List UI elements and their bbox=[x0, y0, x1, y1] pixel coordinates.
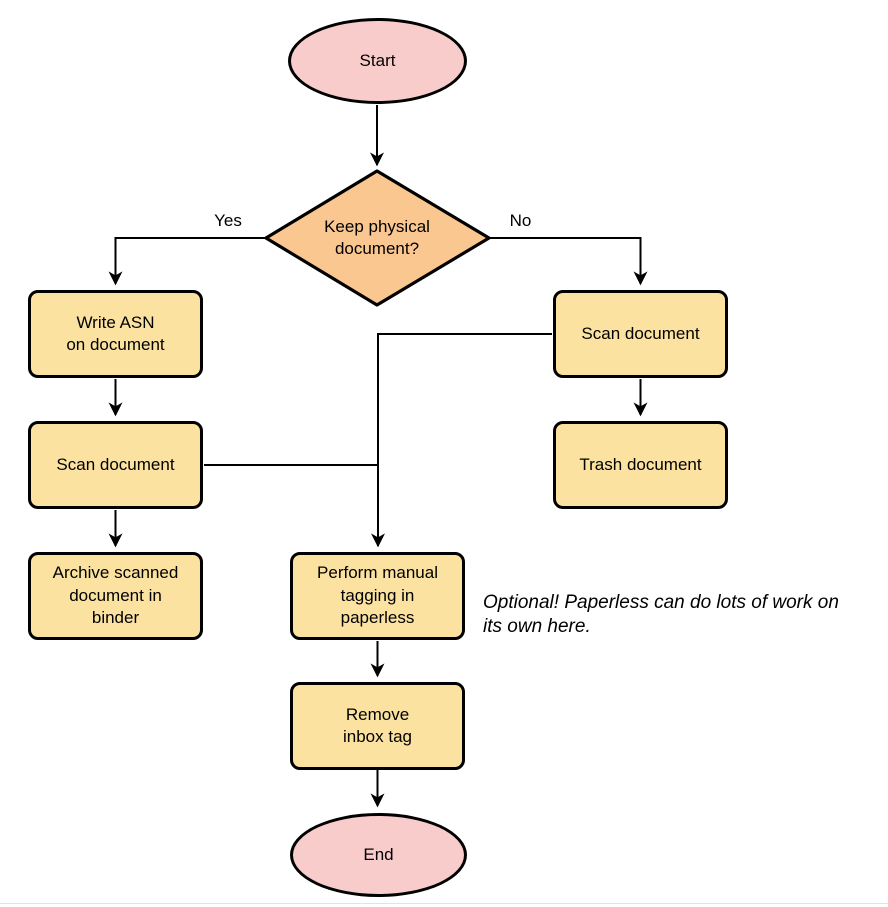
edge-label-yes: Yes bbox=[214, 211, 242, 230]
node-end-label: End bbox=[363, 844, 394, 864]
node-trash-document-label: Trash document bbox=[579, 454, 702, 474]
node-archive-binder-label: Archive scanned document in binder bbox=[52, 563, 179, 628]
node-start-label: Start bbox=[359, 50, 396, 70]
node-scan-document-right: Scan document bbox=[553, 290, 728, 378]
edge-label-no: No bbox=[509, 211, 532, 230]
node-scan-document-left: Scan document bbox=[28, 421, 203, 509]
node-manual-tagging-label: Perform manual tagging in paperless bbox=[317, 563, 438, 628]
edge-decision-yes-to-write-asn bbox=[108, 237, 268, 286]
bottom-divider bbox=[0, 903, 888, 904]
decision-diamond-shape bbox=[264, 169, 491, 307]
node-write-asn-label: Write ASN on document bbox=[66, 312, 165, 354]
node-scan-document-right-label: Scan document bbox=[581, 323, 700, 343]
node-remove-inbox-tag: Remove inbox tag bbox=[290, 682, 465, 770]
node-scan-document-left-label: Scan document bbox=[56, 454, 175, 474]
edge-decision-no-to-scan-right bbox=[487, 237, 648, 286]
node-start: Start bbox=[288, 18, 467, 104]
optional-note: Optional! Paperless can do lots of work … bbox=[483, 592, 839, 638]
node-trash-document: Trash document bbox=[553, 421, 728, 509]
node-remove-inbox-tag-label: Remove inbox tag bbox=[343, 704, 412, 746]
node-write-asn: Write ASN on document bbox=[28, 290, 203, 378]
node-archive-binder: Archive scanned document in binder bbox=[28, 552, 203, 640]
node-end: End bbox=[290, 813, 467, 897]
node-decision-label: Keep physical document? bbox=[324, 217, 430, 259]
node-manual-tagging: Perform manual tagging in paperless bbox=[290, 552, 465, 640]
edge-scan-right-to-tagging bbox=[371, 333, 552, 548]
